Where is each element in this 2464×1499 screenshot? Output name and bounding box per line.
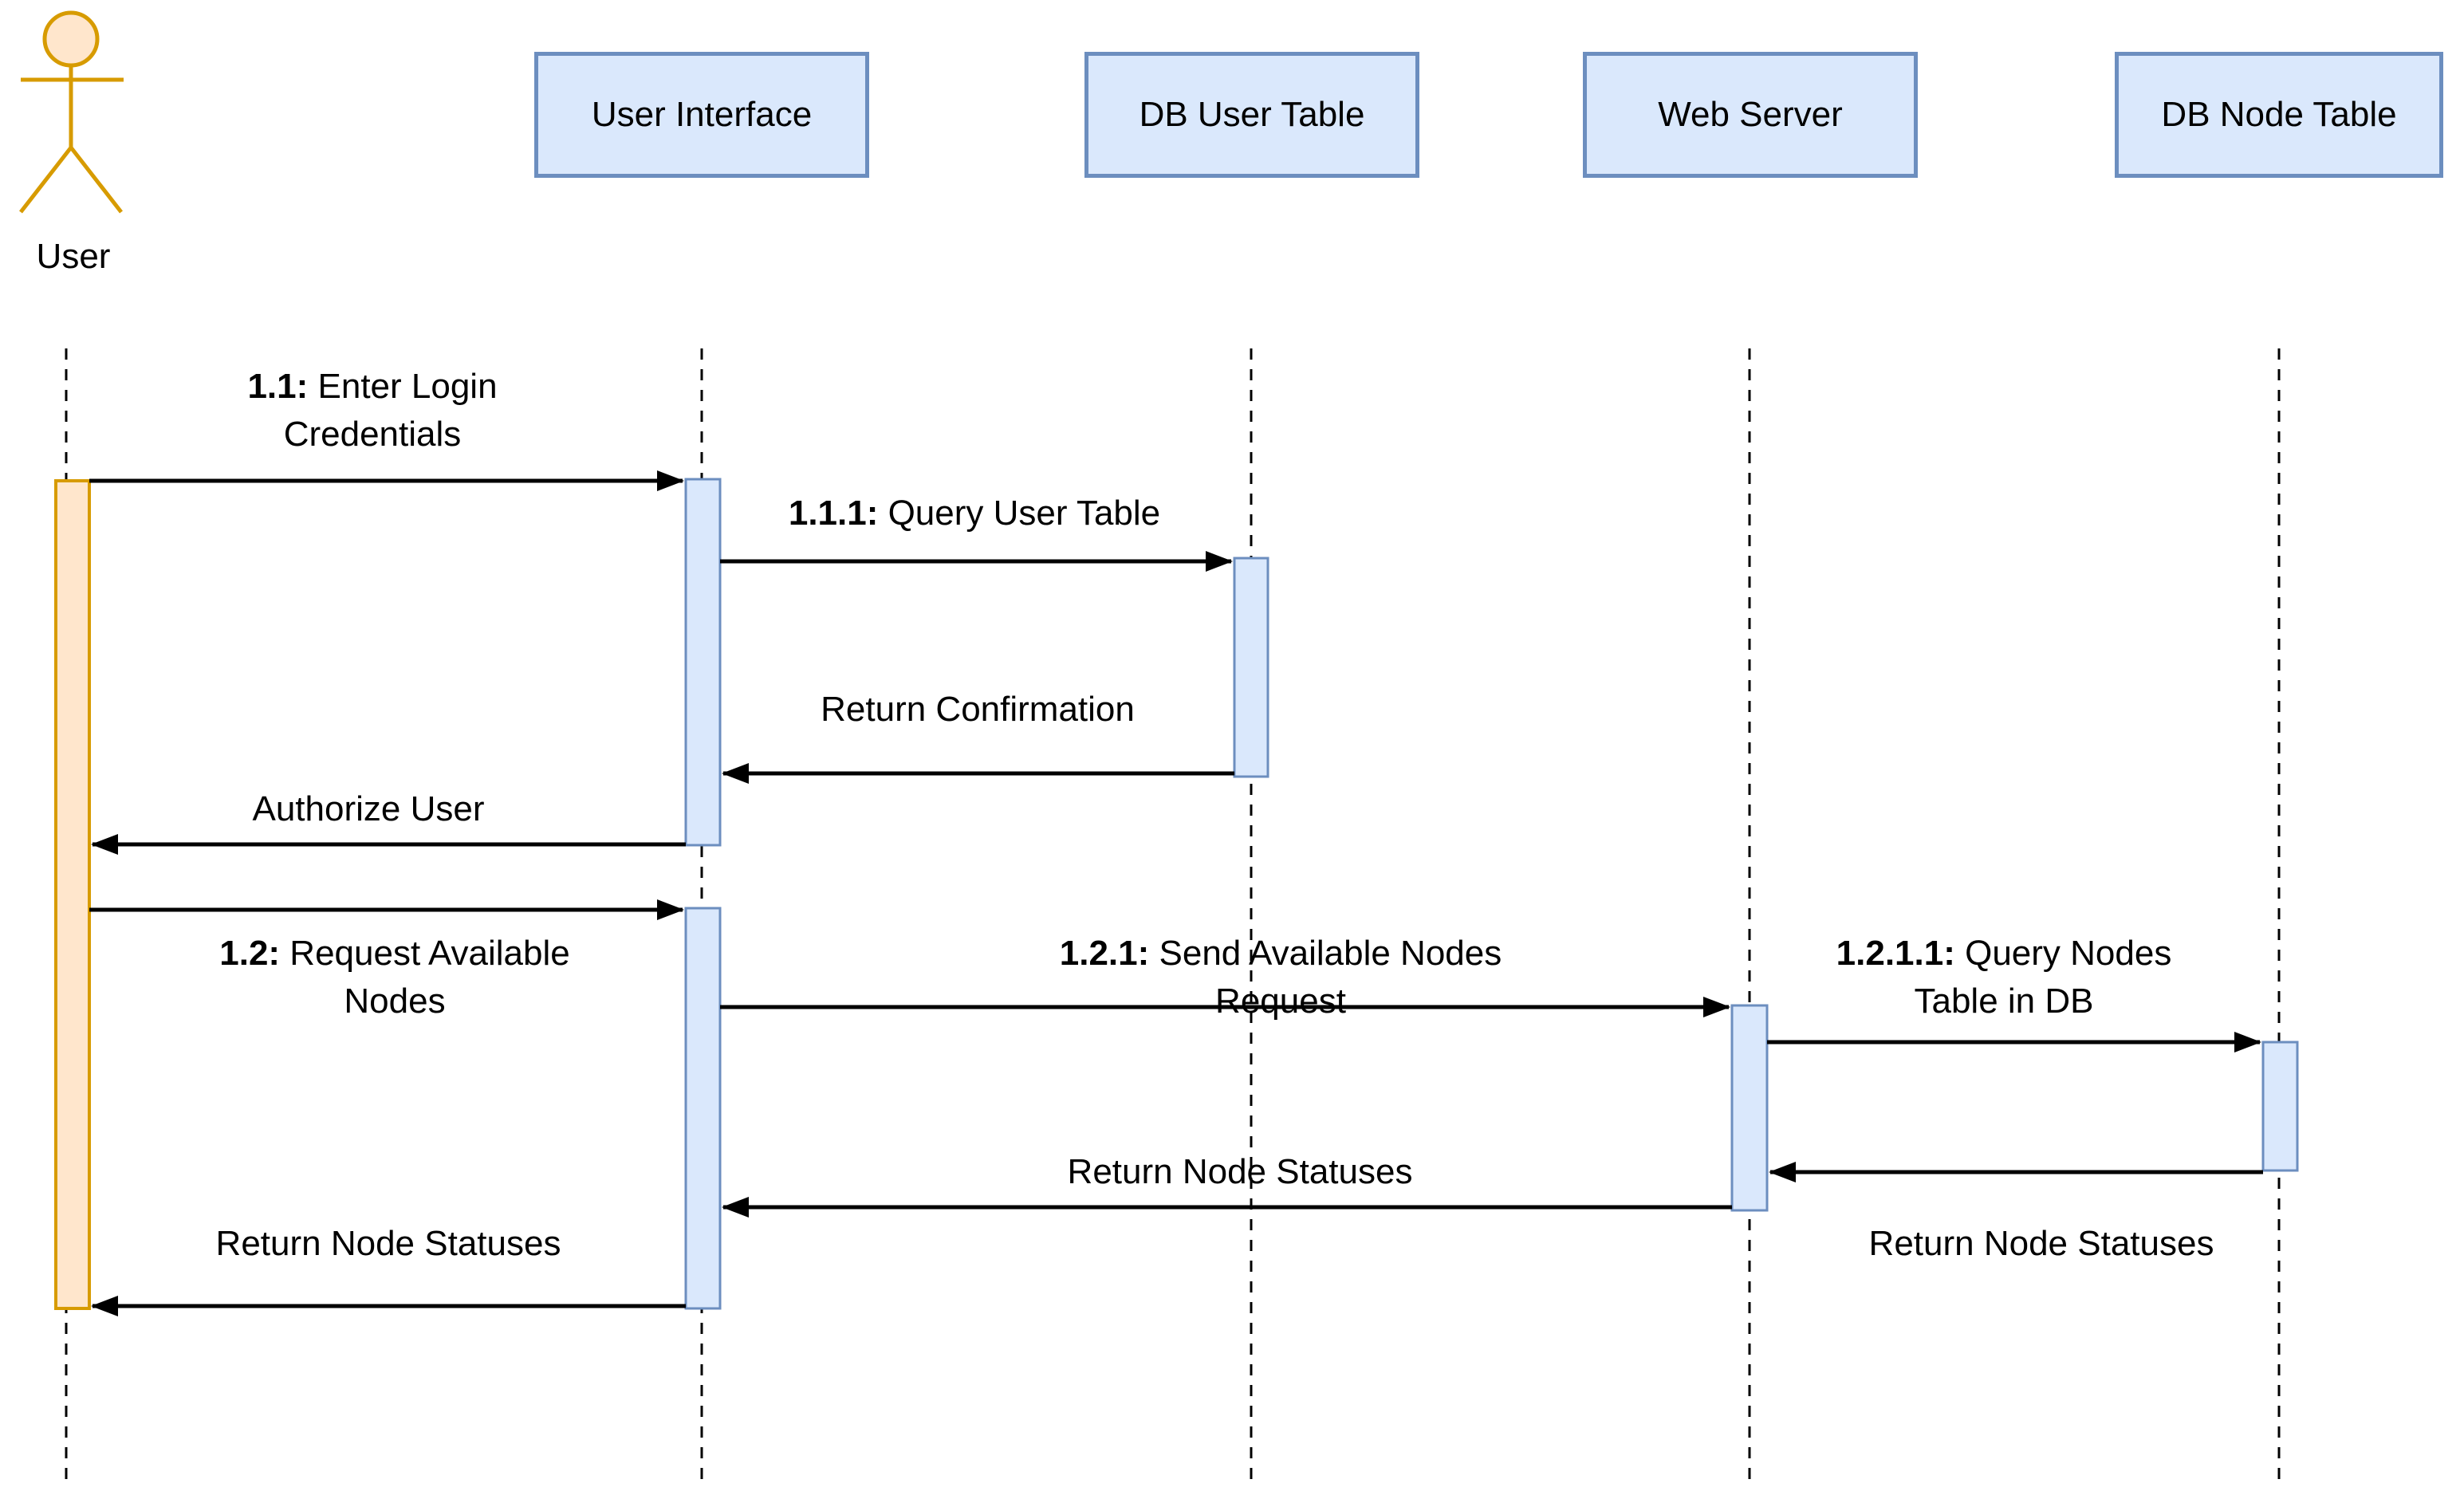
message-label-1-1-enter-login-credentials: 1.1: Enter Login Credentials: [247, 367, 498, 454]
participant-box-db-user-table: DB User Table: [1084, 52, 1419, 178]
message-label-return-confirmation: Return Confirmation: [821, 690, 1135, 729]
actor-left-leg: [19, 146, 73, 214]
activation-db-user-table: [1233, 557, 1269, 778]
actor-label: User: [36, 237, 111, 276]
activation-web-server: [1730, 1004, 1769, 1212]
activation-user-interface-1: [684, 478, 722, 847]
participant-label-user-interface: User Interface: [591, 95, 813, 134]
message-label-authorize-user: Authorize User: [252, 789, 485, 828]
message-label-return-node-statuses-web-server: Return Node Statuses: [1067, 1152, 1413, 1191]
message-label-1-2-1-send-available-nodes-request: 1.2.1: Send Available Nodes Request: [1059, 934, 1502, 1021]
activation-user: [54, 479, 91, 1310]
actor-right-leg: [69, 146, 123, 214]
activation-user-interface-2: [684, 907, 722, 1310]
message-label-return-node-statuses-user: Return Node Statuses: [215, 1224, 561, 1263]
message-label-1-2-1-1-query-nodes-table-in-db: 1.2.1.1: Query Nodes Table in DB: [1836, 934, 2172, 1021]
message-label-1-2-request-available-nodes: 1.2: Request Available Nodes: [219, 934, 570, 1021]
participant-box-user-interface: User Interface: [534, 52, 869, 178]
user-actor-icon: [19, 10, 124, 214]
participant-label-web-server: Web Server: [1658, 95, 1843, 134]
message-label-return-node-statuses-db-node: Return Node Statuses: [1868, 1224, 2214, 1263]
message-label-1-1-1-query-user-table: 1.1.1: Query User Table: [788, 494, 1161, 533]
activation-db-node-table: [2261, 1041, 2299, 1172]
participant-label-db-user-table: DB User Table: [1139, 95, 1365, 134]
actor-head: [42, 10, 100, 68]
participant-label-db-node-table: DB Node Table: [2161, 95, 2397, 134]
participant-box-web-server: Web Server: [1583, 52, 1918, 178]
participant-box-db-node-table: DB Node Table: [2115, 52, 2443, 178]
